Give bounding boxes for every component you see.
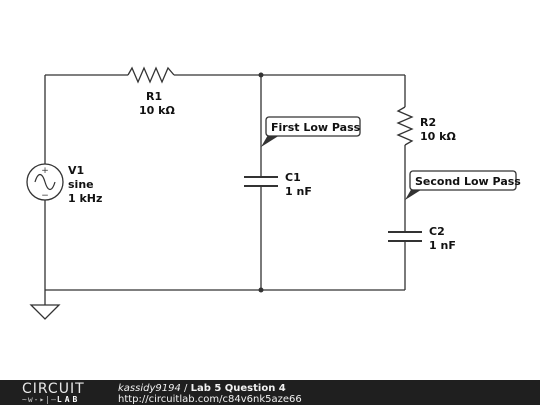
footer-bar: CIRCUIT ~w-▸|–LAB kassidy9194 / Lab 5 Qu… [0, 380, 540, 405]
r2-name: R2 [420, 116, 436, 129]
probe-second-low-pass[interactable]: Second Low Pass [405, 170, 521, 200]
sine-wave-icon [34, 173, 56, 191]
junction-bottom [258, 287, 264, 293]
v1-type: sine [68, 178, 94, 191]
r2-value: 10 kΩ [420, 130, 456, 143]
probe-first-label: First Low Pass [271, 121, 361, 134]
ground-icon [29, 304, 61, 320]
circuit-url[interactable]: http://circuitlab.com/c84v6nk5aze66 [118, 394, 302, 405]
footer-separator: / [180, 383, 191, 394]
r1-value: 10 kΩ [139, 104, 175, 117]
wires [44, 66, 414, 305]
plus-icon: + [41, 166, 49, 176]
probe-first-low-pass[interactable]: First Low Pass [261, 116, 361, 147]
circuit-schematic: + − First Low Pass Second Low Pass R1 10… [26, 66, 521, 320]
resistor-logo-icon: ~w-▸|– [22, 395, 57, 404]
capacitor-c2-symbol [388, 231, 422, 242]
v1-frequency: 1 kHz [68, 192, 102, 205]
resistor-r1-symbol [127, 66, 175, 84]
r1-name: R1 [146, 90, 162, 103]
c1-name: C1 [285, 171, 301, 184]
probe-second-label: Second Low Pass [415, 175, 521, 188]
junction-top [258, 72, 264, 78]
circuitlab-logo[interactable]: CIRCUIT [22, 381, 85, 397]
voltage-source-v1-symbol: + − [26, 163, 64, 201]
minus-icon: − [41, 191, 49, 201]
c1-value: 1 nF [285, 185, 312, 198]
resistor-r2-symbol [396, 106, 414, 146]
c2-name: C2 [429, 225, 445, 238]
v1-name: V1 [68, 164, 84, 177]
circuitlab-logo-sub: ~w-▸|–LAB [22, 395, 80, 404]
author-link[interactable]: kassidy9194 [118, 383, 181, 394]
circuit-title: Lab 5 Question 4 [190, 383, 286, 394]
footer-title-line: kassidy9194 / Lab 5 Question 4 [118, 383, 286, 394]
c2-value: 1 nF [429, 239, 456, 252]
logo-text-lab: LAB [56, 395, 81, 404]
logo-text-circuit: CIRCUIT [22, 381, 85, 397]
capacitor-c1-symbol [244, 176, 278, 187]
